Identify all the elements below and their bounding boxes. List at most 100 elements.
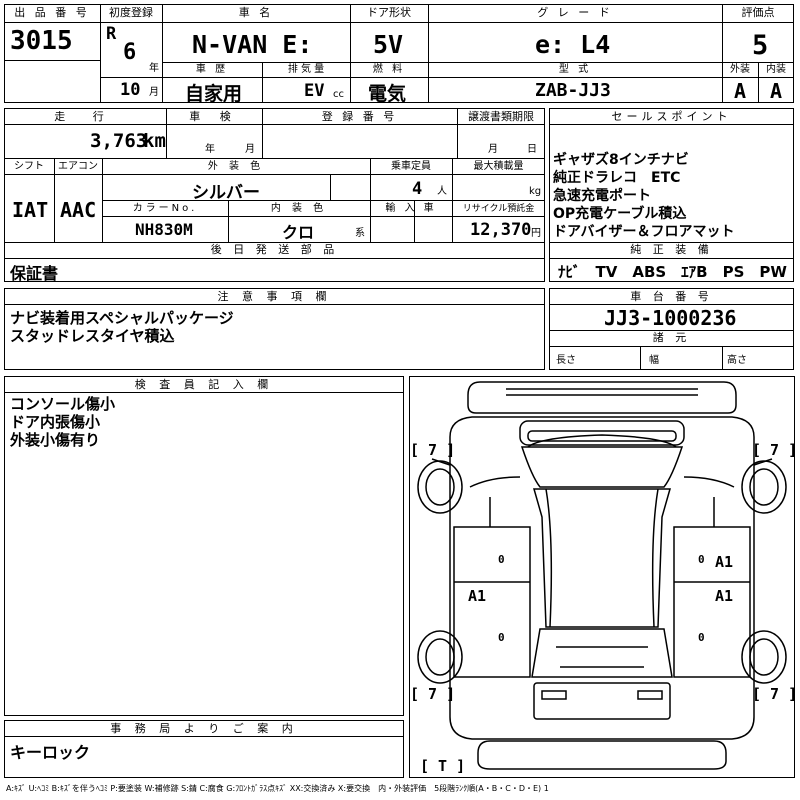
interior-grade: A — [770, 79, 783, 103]
capacity: 4 — [412, 179, 423, 199]
color-number-label: カラーNo. — [132, 203, 198, 214]
score-label: 評価点 — [741, 6, 775, 19]
height-label: 高さ — [727, 355, 747, 366]
sales-points-label: セールスポイント — [611, 110, 732, 123]
tire-mark-front-right: [ 7 ] — [752, 441, 794, 459]
recycle-fee: 12,370 — [470, 220, 532, 240]
era: R — [106, 24, 117, 44]
width-label: 幅 — [649, 355, 659, 366]
sales-point-2: 純正ドラレコ ETC — [553, 170, 681, 186]
lot-number-label: 出 品 番 号 — [14, 6, 90, 19]
shift-label: シフト — [14, 161, 44, 172]
inspection-month-unit: 月 — [245, 144, 255, 155]
chassis-number-label: 車 台 番 号 — [630, 290, 713, 303]
legend: A:ｷｽﾞ U:ﾍｺﾐ B:ｷｽﾞを伴うﾍｺﾐ P:要塗装 W:補修跡 S:錆 … — [6, 784, 549, 793]
sales-point-3: 急速充電ポート — [553, 188, 651, 204]
fuel: 電気 — [368, 83, 407, 105]
capacity-label: 乗車定員 — [391, 161, 431, 172]
max-load-label: 最大積載量 — [473, 161, 524, 172]
exterior-label: 外装 — [730, 64, 750, 75]
sales-point-5: ドアバイザー＆フロアマット — [553, 224, 735, 240]
office-section — [4, 720, 404, 778]
mileage-label: 走 行 — [54, 110, 116, 123]
history-label: 車 歴 — [195, 64, 229, 75]
load-unit: kg — [529, 186, 542, 197]
door-type-label: ドア形状 — [367, 6, 411, 19]
vehicle-history: 自家用 — [185, 83, 243, 105]
tire-mark-rear-left: [ 7 ] — [410, 685, 455, 703]
first-registration-label: 初度登録 — [109, 6, 153, 19]
chassis-number: JJ3-1000236 — [604, 306, 737, 330]
lot-number: 3015 — [10, 26, 73, 56]
color-number: NH830M — [135, 220, 193, 239]
equipment-label: 純 正 装 備 — [630, 243, 713, 256]
registration-year: 6 — [123, 40, 137, 65]
score: 5 — [752, 30, 769, 61]
registration-month: 10 — [120, 80, 141, 100]
sales-points-section — [549, 108, 794, 282]
sales-point-1: ギャザズ8インチナビ — [553, 152, 689, 168]
year-unit: 年 — [149, 63, 159, 74]
shift: IAT — [12, 198, 49, 222]
cc-unit: cc — [333, 89, 344, 100]
capacity-unit: 人 — [437, 186, 447, 197]
transfer-month-unit: 月 — [488, 144, 498, 155]
notes-label: 注 意 事 項 欄 — [217, 290, 332, 303]
tire-mark-front-left: [ 7 ] — [410, 441, 455, 459]
inspector-section — [4, 376, 404, 716]
interior-color: クロ — [282, 223, 315, 242]
air-conditioner: AAC — [60, 198, 97, 222]
office-notice-label: 事 務 局 よ り ご 案 内 — [110, 722, 298, 735]
car-name: N-VAN E: — [192, 30, 313, 59]
spare-tire-mark: [ T ] — [420, 757, 465, 775]
displacement: EV — [304, 81, 325, 101]
later-parts-label: 後 日 発 送 部 品 — [210, 243, 339, 256]
tire-mark-rear-right: [ 7 ] — [752, 685, 794, 703]
fuel-label: 燃 料 — [372, 64, 406, 75]
transfer-deadline-label: 譲渡書類期限 — [468, 110, 534, 123]
exterior-color-label: 外 装 色 — [207, 161, 265, 172]
grade: e: L4 — [535, 30, 611, 59]
exterior-color: シルバー — [192, 183, 260, 203]
transfer-day-unit: 日 — [527, 144, 537, 155]
damage-mark-right-rear: A1 — [715, 587, 733, 605]
length-label: 長さ — [556, 355, 576, 366]
mileage: 3,763 — [90, 130, 148, 152]
interior-color-unit: 系 — [355, 228, 365, 239]
ac-label: エアコン — [58, 161, 98, 172]
recycle-unit: 円 — [531, 228, 541, 239]
sales-point-4: OP充電ケーブル積込 — [553, 206, 687, 222]
office-notice: キーロック — [10, 743, 91, 762]
notes-section — [4, 288, 545, 370]
damage-diagram: [ 7 ] [ 7 ] [ 7 ] [ 7 ] [ T ] A1 A1 A1 0… — [409, 376, 795, 778]
month-unit: 月 — [149, 87, 159, 98]
vehicle-details-section — [4, 108, 545, 282]
later-shipped-parts: 保証書 — [10, 264, 59, 283]
exterior-grade: A — [734, 79, 747, 103]
interior-color-label: 内 装 色 — [270, 203, 328, 214]
header-section — [4, 4, 794, 103]
damage-mark-left: A1 — [468, 587, 486, 605]
plate-number-label: 登 録 番 号 — [321, 110, 398, 123]
car-name-label: 車 名 — [238, 6, 274, 19]
small-mark-1: 0 — [498, 553, 505, 566]
model-code: ZAB-JJ3 — [535, 80, 611, 101]
model-label: 型 式 — [558, 64, 592, 75]
inspector-notes-label: 検 査 員 記 入 欄 — [134, 378, 274, 391]
km-unit: km — [143, 130, 166, 152]
chassis-section — [549, 288, 794, 370]
interior-label: 内装 — [766, 64, 786, 75]
small-mark-2: 0 — [698, 553, 705, 566]
grade-label: グ レ ー ド — [537, 6, 613, 19]
equipment-list: ﾅﾋﾞ TV ABS ｴｱB PS PW — [558, 263, 787, 281]
inspection-year-unit: 年 — [205, 144, 215, 155]
small-mark-3: 0 — [498, 631, 505, 644]
damage-mark-right-front: A1 — [715, 553, 733, 571]
notes-text: ナビ装着用スペシャルパッケージ スタッドレスタイヤ積込 — [10, 309, 234, 345]
inspection-label: 車 検 — [189, 110, 239, 123]
door-type: 5V — [373, 30, 404, 59]
recycle-fee-label: リサイクル預託金 — [462, 204, 535, 214]
displacement-label: 排 気 量 — [287, 64, 325, 75]
import-label: 輸 入 車 — [385, 203, 437, 214]
inspector-notes: コンソール傷小 ドア内張傷小 外装小傷有り — [10, 395, 116, 449]
